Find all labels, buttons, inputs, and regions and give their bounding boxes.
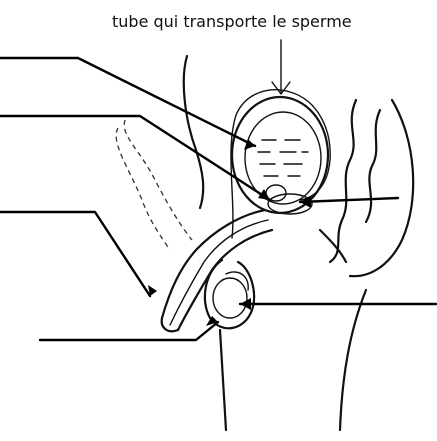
rectum-wall-inner: [366, 110, 380, 222]
leader-bladder: [0, 58, 255, 146]
abdomen-outline: [184, 56, 203, 208]
leader-scrotum: [40, 322, 218, 340]
penis-lower: [178, 230, 272, 330]
leader-seminal-vesicle: [300, 198, 398, 202]
arrowheads: [148, 139, 311, 326]
leader-urethra: [0, 212, 150, 296]
erect-outline: [116, 120, 192, 250]
rectum-wall: [330, 100, 356, 262]
testicle: [213, 278, 247, 318]
buttock-outline: [350, 100, 413, 276]
leader-prostate: [0, 116, 270, 200]
thigh-front: [220, 330, 226, 430]
thigh-back: [340, 290, 366, 430]
label-arrow: [272, 40, 290, 94]
penis-base: [320, 230, 346, 262]
bladder-fluid: [258, 140, 308, 176]
